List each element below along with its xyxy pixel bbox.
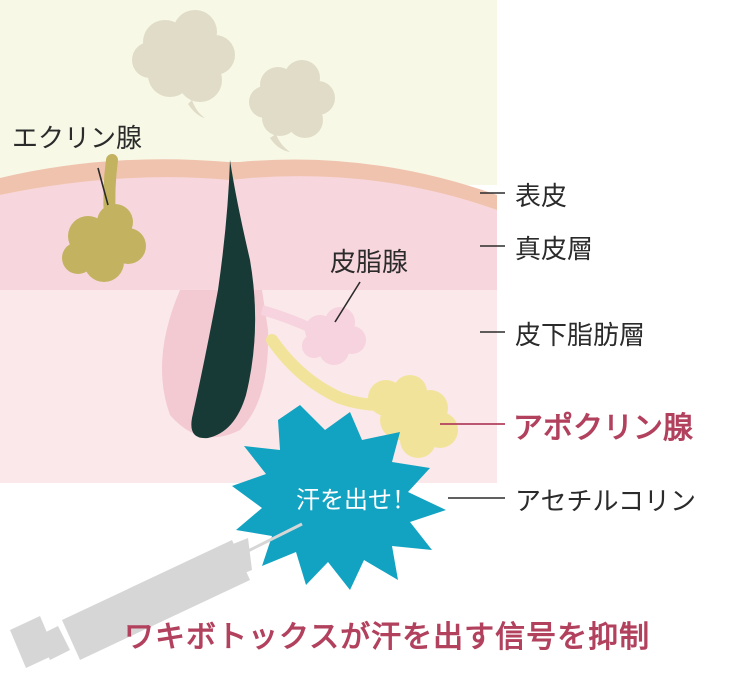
hair-shaft xyxy=(191,160,256,439)
apocrine-duct xyxy=(266,334,386,411)
eccrine-label: エクリン腺 xyxy=(12,124,143,154)
epidermis-label: 表皮 xyxy=(515,182,568,212)
syringe-icon xyxy=(10,522,303,668)
sebaceous-label: 皮脂腺 xyxy=(330,248,409,278)
epidermis-layer xyxy=(0,159,497,210)
apocrine-label: アポクリン腺 xyxy=(513,411,693,446)
sky-background xyxy=(0,0,497,185)
burst-label: 汗を出せ！ xyxy=(296,486,416,514)
caption-label: ワキボトックスが汗を出す信号を抑制 xyxy=(124,620,651,655)
acetylcholine-label: アセチルコリン xyxy=(515,487,696,517)
apocrine-gland xyxy=(368,375,458,458)
eccrine-leader xyxy=(97,167,109,206)
sweat-cloud-icon xyxy=(249,60,335,152)
sebaceous-gland xyxy=(302,307,366,365)
subcutaneous-label: 皮下脂肪層 xyxy=(515,321,646,351)
dermis-label: 真皮層 xyxy=(515,235,594,265)
sweat-cloud-icon xyxy=(132,10,235,118)
sebaceous-leader xyxy=(334,281,361,323)
burst-shape-icon xyxy=(232,405,446,590)
eccrine-gland xyxy=(62,204,146,282)
